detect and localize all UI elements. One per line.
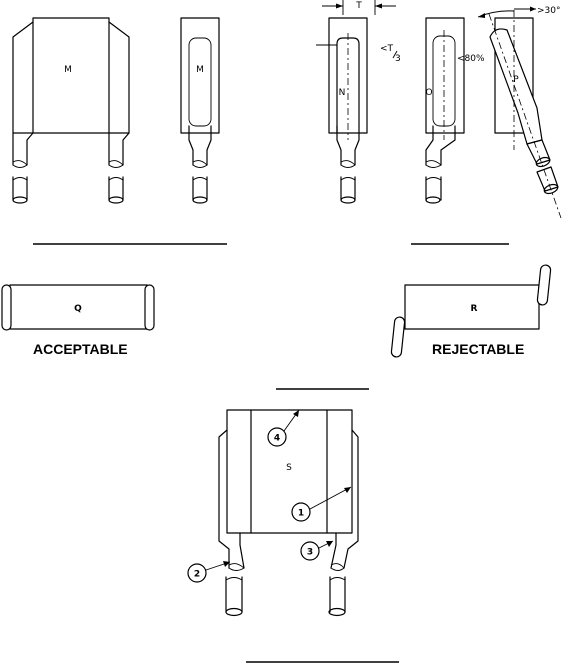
callout-2-label: 2 — [194, 570, 200, 580]
figure-3-component-s: S 1 2 3 4 — [187, 409, 399, 663]
callout-3: 3 — [300, 540, 334, 561]
callout-2: 2 — [187, 561, 231, 583]
letter-m-right: M — [196, 65, 204, 75]
callout-1-label: 1 — [298, 509, 304, 519]
component-r: R — [390, 264, 552, 358]
callout-1: 1 — [291, 486, 352, 522]
caption-acceptable: ACCEPTABLE — [33, 341, 128, 357]
caption-rejectable: REJECTABLE — [432, 341, 524, 357]
dim-pct: <80% — [457, 54, 485, 64]
component-m-narrow: M — [180, 17, 220, 204]
component-p: P — [488, 10, 562, 219]
letter-s: S — [286, 463, 292, 473]
callout-4: 4 — [267, 409, 300, 447]
dim-t-over-3-prefix: <T — [380, 44, 394, 54]
letter-o: O — [425, 88, 432, 98]
letter-r: R — [471, 304, 478, 314]
callout-3-label: 3 — [307, 548, 313, 558]
dim-t-over-3-den: 3 — [395, 54, 401, 64]
dim-angle: >30° — [537, 6, 561, 16]
figure-1-lead-coverage: M M N — [12, 0, 562, 245]
callout-4-label: 4 — [274, 434, 280, 444]
component-n: N — [316, 17, 368, 204]
figure-2-end-view: Q ACCEPTABLE R REJECTABLE — [1, 264, 552, 390]
dimension-annotations: T <T 3 <80% >30° — [322, 0, 561, 64]
dim-t: T — [355, 1, 362, 11]
letter-m-left: M — [64, 65, 72, 75]
component-q: Q — [1, 284, 155, 331]
letter-p: P — [513, 75, 519, 85]
letter-n: N — [339, 88, 346, 98]
letter-q: Q — [74, 304, 82, 314]
component-m-wide: M — [12, 17, 130, 204]
component-o: O — [425, 17, 465, 204]
